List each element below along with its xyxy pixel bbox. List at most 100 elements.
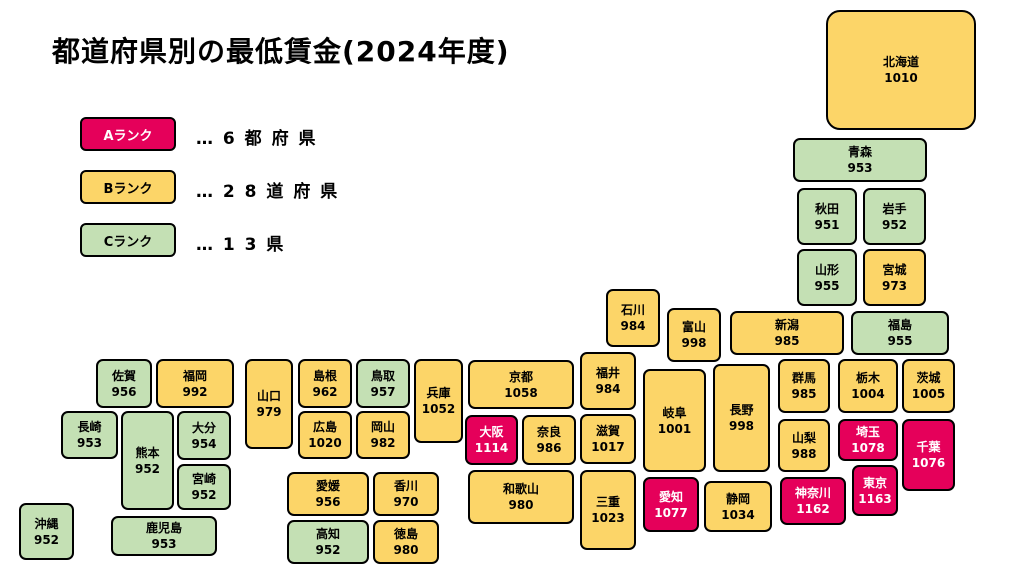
prefecture-box: 宮崎 952: [177, 464, 231, 510]
prefecture-name: 三重: [595, 495, 620, 509]
prefecture-name: 沖縄: [34, 516, 59, 531]
prefecture-wage: 984: [620, 319, 646, 333]
prefecture-wage: 1162: [796, 502, 830, 516]
prefecture-box: 長崎 953: [61, 411, 118, 459]
prefecture-name: 岩手: [882, 201, 907, 216]
prefecture-wage: 988: [791, 446, 817, 461]
prefecture-name: 新潟: [774, 318, 799, 332]
legend-rank-c: Cランク: [80, 223, 176, 257]
prefecture-name: 富山: [681, 320, 706, 334]
prefecture-wage: 957: [370, 384, 396, 399]
prefecture-wage: 985: [791, 387, 817, 401]
prefecture-box: 埼玉 1078: [838, 419, 898, 461]
prefecture-wage: 1052: [421, 402, 456, 416]
prefecture-box: 三重 1023: [580, 470, 636, 550]
prefecture-name: 秋田: [814, 201, 839, 216]
prefecture-box: 福井 984: [580, 352, 636, 410]
prefecture-box: 滋賀 1017: [580, 414, 636, 464]
prefecture-wage: 1076: [911, 456, 946, 470]
prefecture-name: 山梨: [791, 430, 816, 445]
prefecture-wage: 1020: [308, 436, 342, 450]
prefecture-name: 千葉: [916, 440, 941, 454]
prefecture-wage: 952: [881, 217, 908, 232]
prefecture-wage: 1004: [851, 387, 885, 401]
prefecture-name: 山形: [814, 262, 839, 277]
prefecture-wage: 979: [256, 405, 282, 419]
prefecture-wage: 962: [312, 384, 338, 399]
prefecture-box: 広島 1020: [298, 411, 352, 459]
prefecture-name: 福井: [595, 366, 620, 380]
prefecture-wage: 1017: [591, 440, 625, 454]
prefecture-wage: 984: [595, 382, 621, 396]
prefecture-name: 京都: [508, 369, 533, 384]
prefecture-wage: 952: [33, 532, 60, 547]
prefecture-wage: 952: [134, 461, 161, 476]
prefecture-wage: 973: [881, 278, 908, 293]
prefecture-name: 兵庫: [426, 386, 451, 400]
prefecture-name: 鹿児島: [145, 521, 182, 535]
prefecture-name: 栃木: [855, 371, 880, 385]
legend-rank-b: Bランク: [80, 170, 176, 204]
prefecture-wage: 982: [370, 436, 396, 450]
prefecture-name: 佐賀: [111, 368, 136, 383]
prefecture-wage: 970: [393, 495, 419, 509]
prefecture-wage: 1058: [504, 385, 538, 400]
prefecture-wage: 956: [111, 384, 137, 399]
prefecture-name: 和歌山: [502, 482, 539, 496]
prefecture-wage: 1078: [851, 441, 885, 455]
prefecture-name: 宮城: [882, 262, 907, 277]
prefecture-name: 宮崎: [191, 472, 216, 486]
prefecture-wage: 1023: [591, 511, 625, 525]
prefecture-name: 石川: [620, 303, 645, 317]
prefecture-box: 石川 984: [606, 289, 660, 347]
prefecture-name: 滋賀: [595, 424, 620, 438]
prefecture-wage: 954: [191, 436, 217, 451]
prefecture-name: 愛知: [658, 489, 683, 504]
prefecture-name: 広島: [312, 420, 337, 434]
prefecture-box: 栃木 1004: [838, 359, 898, 413]
prefecture-wage: 952: [315, 543, 341, 557]
prefecture-name: 長崎: [77, 420, 102, 434]
prefecture-wage: 955: [814, 278, 840, 293]
prefecture-name: 熊本: [135, 445, 160, 460]
prefecture-name: 神奈川: [794, 486, 831, 500]
prefecture-name: 徳島: [393, 527, 418, 541]
prefecture-wage: 952: [191, 488, 217, 502]
prefecture-wage: 1163: [858, 491, 892, 506]
legend-rank-b-desc: … 2 8 道 府 県: [196, 182, 340, 202]
prefecture-name: 茨城: [916, 371, 941, 385]
prefecture-name: 鳥取: [370, 368, 395, 383]
prefecture-name: 埼玉: [855, 425, 880, 439]
prefecture-name: 大分: [191, 420, 216, 435]
prefecture-wage: 953: [76, 436, 103, 450]
prefecture-wage: 1005: [911, 387, 946, 401]
prefecture-box: 茨城 1005: [902, 359, 955, 413]
prefecture-wage: 956: [315, 495, 341, 509]
prefecture-wage: 1010: [884, 71, 918, 85]
